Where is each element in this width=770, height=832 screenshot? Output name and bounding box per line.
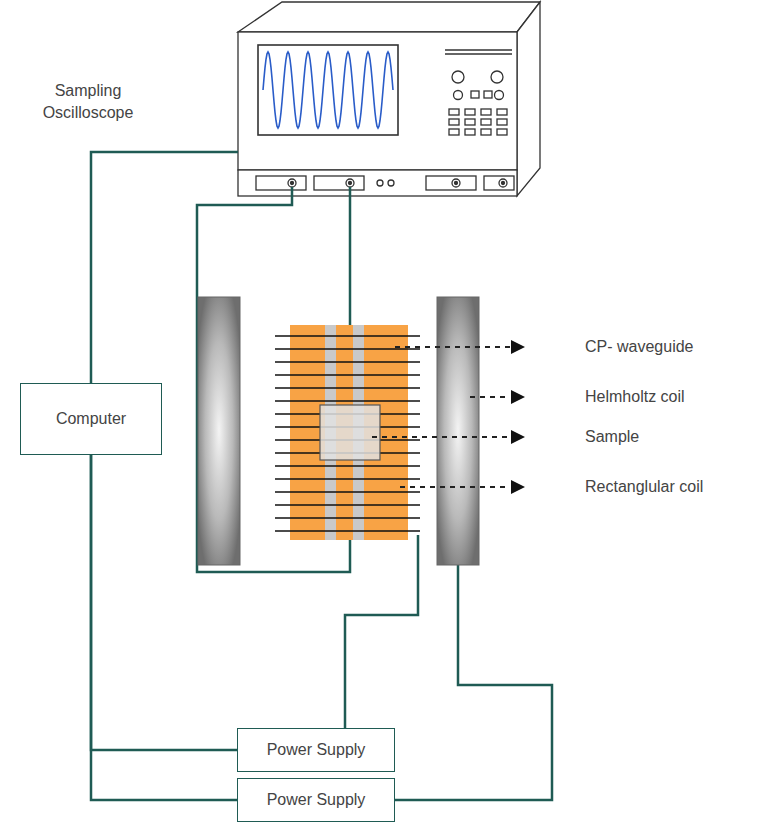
leader-arrowhead	[511, 340, 525, 494]
sine-wave	[263, 52, 393, 128]
scope-key	[449, 109, 459, 115]
cable	[91, 152, 238, 383]
cp-waveguide	[290, 325, 408, 540]
leader-line	[372, 436, 510, 438]
scope-connector	[502, 182, 505, 185]
scope-key	[497, 119, 507, 125]
coil-winding	[275, 335, 420, 336]
scope-knob	[452, 71, 464, 83]
leader-arrowhead	[511, 340, 525, 354]
cable	[91, 455, 237, 800]
oscilloscope: Sampling Oscilloscope	[238, 2, 540, 196]
scope-base	[238, 170, 517, 196]
leader-line	[400, 486, 510, 488]
coil-winding	[275, 374, 420, 375]
cable	[91, 455, 237, 750]
scope-key	[465, 109, 475, 115]
coil-winding	[275, 348, 420, 349]
coil-winding	[275, 478, 420, 479]
part-label: Helmholtz coil	[585, 387, 685, 407]
scope-knob	[495, 91, 504, 100]
scope-key	[497, 129, 507, 135]
coil-winding	[275, 504, 420, 505]
leader-line	[395, 346, 510, 348]
scope-connector	[288, 179, 296, 187]
scope-connector	[346, 179, 354, 187]
scope-knob	[454, 91, 463, 100]
part-label: Rectanglular coil	[585, 477, 703, 497]
sine-wave	[263, 52, 393, 128]
sample-piece	[320, 405, 380, 460]
leader-arrowhead	[511, 480, 525, 494]
scope-key	[465, 119, 475, 125]
scope-key	[481, 109, 491, 115]
scope-screen	[258, 45, 398, 135]
computer-box: Computer	[20, 383, 162, 455]
part-label: Sample	[585, 427, 639, 447]
scope-connector	[377, 180, 383, 186]
scope-connector	[426, 176, 476, 190]
coil-wire	[345, 535, 418, 728]
coil-winding	[275, 387, 420, 388]
scope-side	[517, 2, 540, 196]
scope-button	[471, 91, 479, 98]
scope-connector	[452, 179, 460, 187]
coil-winding	[275, 465, 420, 466]
box-label: Power Supply	[267, 739, 366, 761]
leader-line	[372, 347, 510, 487]
scope-key	[481, 129, 491, 135]
scope-key	[449, 129, 459, 135]
scope-top	[238, 2, 540, 32]
scope-button	[484, 91, 492, 98]
leader-arrowhead	[511, 390, 525, 404]
helmholtz-coil	[198, 297, 240, 565]
scope-connector	[484, 176, 514, 190]
scope-key	[481, 119, 491, 125]
scope-key	[465, 129, 475, 135]
leader-arrowhead	[511, 430, 525, 444]
signal-wire	[349, 187, 352, 325]
scope-front	[238, 32, 517, 170]
device-label: Sampling Oscilloscope	[32, 80, 144, 124]
scope-connector	[256, 176, 306, 190]
coil-winding	[275, 361, 420, 362]
scope-connector	[314, 176, 364, 190]
wire	[197, 187, 552, 800]
coil-winding	[275, 400, 420, 401]
scope-connector	[388, 180, 394, 186]
scope-connector	[349, 182, 352, 185]
coil-winding	[275, 530, 420, 531]
scope-knob	[491, 71, 503, 83]
power-supply-box: Power Supply	[237, 728, 395, 772]
helmholtz-coil	[437, 297, 479, 565]
scope-key	[497, 109, 507, 115]
part-label: CP- waveguide	[585, 337, 694, 357]
scope-key	[449, 119, 459, 125]
scope-keypad	[449, 109, 507, 135]
leader-line	[470, 396, 510, 398]
power-supply-box: Power Supply	[237, 778, 395, 822]
coil-winding	[275, 491, 420, 492]
coil-wire	[395, 565, 552, 800]
coil-winding	[275, 336, 420, 531]
scope-control	[445, 53, 512, 54]
box-label: Computer	[56, 408, 126, 430]
scope-connector	[291, 182, 294, 185]
scope-control	[445, 49, 512, 50]
scope-connector	[455, 182, 458, 185]
scope-connector	[499, 179, 507, 187]
oscilloscope-drawing	[238, 2, 540, 196]
signal-wire	[197, 187, 350, 572]
box-label: Power Supply	[267, 789, 366, 811]
coil-winding	[275, 517, 420, 518]
